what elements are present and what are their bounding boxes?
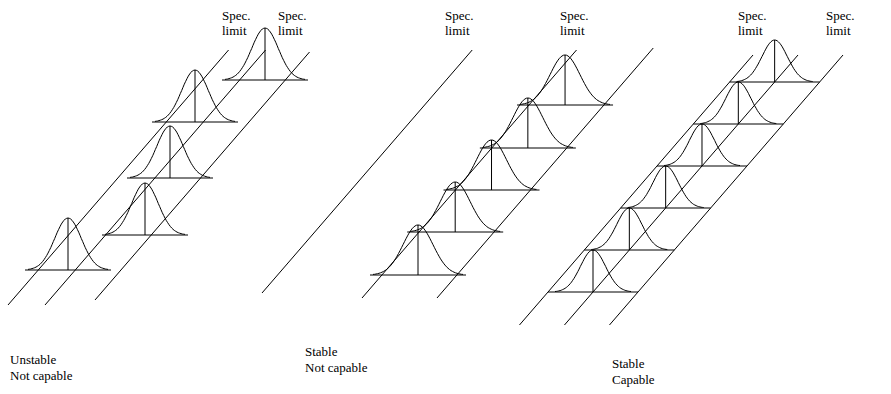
curve-baseline: [152, 122, 238, 123]
normal-curve: [737, 40, 813, 82]
spec-limit-line: [609, 55, 843, 325]
curve-baseline: [102, 235, 188, 236]
normal-curve: [664, 124, 740, 166]
curve-centerline: [145, 183, 146, 235]
curve-baseline: [370, 275, 466, 276]
curve-baseline: [517, 105, 613, 106]
curve-centerline: [593, 250, 594, 292]
normal-curve: [410, 182, 500, 231]
curve-centerline: [68, 218, 69, 270]
curve-baseline: [127, 178, 213, 179]
normal-curve: [628, 166, 704, 208]
panel-caption: Capable: [612, 372, 655, 387]
spec-limit-label: Spec. limit: [278, 8, 318, 38]
normal-curve: [28, 218, 108, 269]
normal-curve: [105, 183, 185, 234]
curve-baseline: [730, 82, 820, 83]
curve-centerline: [565, 55, 566, 105]
spec-limit-line: [8, 50, 229, 305]
spec-limit-label: Spec. limit: [222, 8, 262, 38]
spec-limit-label: Spec. limit: [445, 8, 485, 38]
axis-line: [95, 52, 310, 300]
curve-baseline: [548, 292, 638, 293]
curve-centerline: [195, 70, 196, 122]
curve-centerline: [701, 124, 702, 166]
curve-baseline: [222, 80, 308, 81]
curve-baseline: [693, 124, 783, 125]
normal-curve: [591, 208, 667, 250]
curve-baseline: [444, 190, 540, 191]
curve-centerline: [738, 82, 739, 124]
curve-centerline: [170, 126, 171, 178]
spec-limit-line: [519, 55, 753, 325]
normal-curve: [520, 55, 610, 104]
curve-baseline: [621, 208, 711, 209]
curve-baseline: [657, 166, 747, 167]
normal-curve: [700, 82, 776, 124]
panel-caption: Unstable: [10, 352, 56, 367]
curve-baseline: [407, 232, 503, 233]
spec-limit-line: [262, 50, 472, 293]
spec-limit-label: Spec. limit: [560, 8, 600, 38]
normal-curve: [130, 126, 210, 177]
axis-line: [564, 55, 798, 325]
panel-caption: Not capable: [10, 368, 72, 383]
panel-caption: Stable: [612, 356, 645, 371]
curve-centerline: [629, 208, 630, 250]
spec-limit-label: Spec. limit: [738, 8, 778, 38]
normal-curve: [447, 140, 537, 189]
curve-baseline: [584, 250, 674, 251]
panel-caption: Stable: [305, 344, 338, 359]
spec-limit-line: [45, 50, 266, 305]
normal-curve: [555, 250, 631, 292]
curve-baseline: [480, 148, 576, 149]
curve-baseline: [25, 270, 111, 271]
spec-limit-label: Spec. limit: [826, 8, 866, 38]
curve-centerline: [265, 28, 266, 80]
normal-curve: [155, 70, 235, 121]
curve-centerline: [665, 166, 666, 208]
curve-centerline: [774, 40, 775, 82]
panel-caption: Not capable: [305, 360, 367, 375]
